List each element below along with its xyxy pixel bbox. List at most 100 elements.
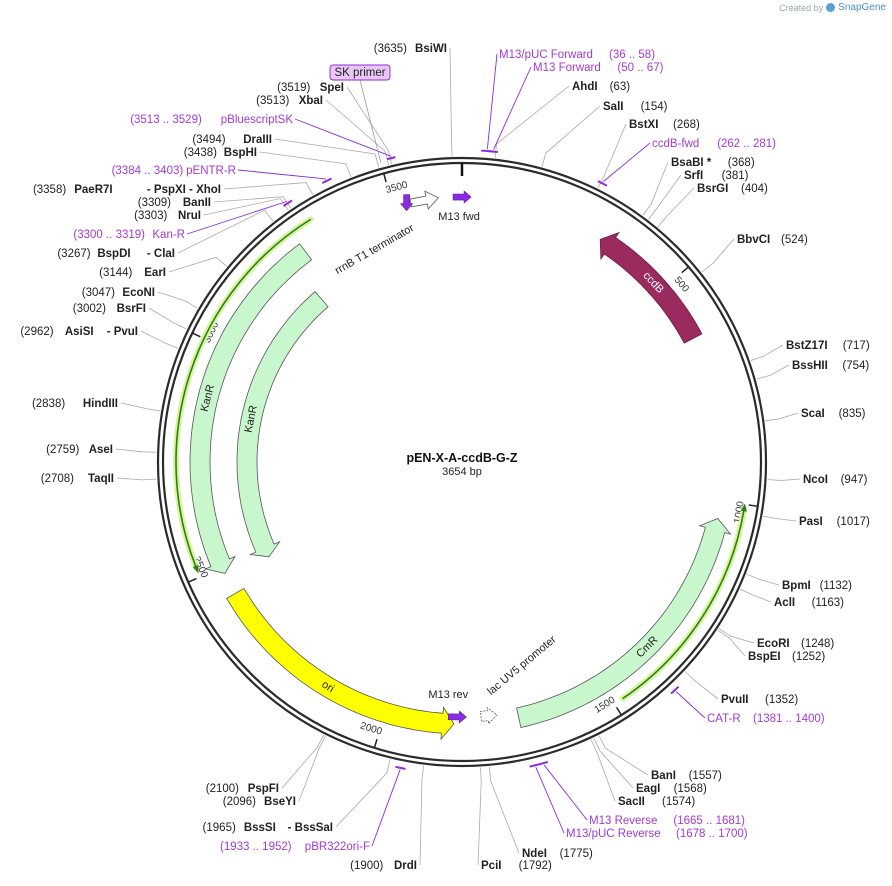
site-bpmi[interactable]: BpmI(1132) [782,580,852,592]
site-sali[interactable]: SalI(154) [603,101,668,113]
site-leader [598,735,649,776]
site-leader-lines [115,47,801,866]
site-acli[interactable]: AclI(1163) [774,597,844,609]
primer-pbluescriptsk[interactable]: pBluescriptSK(3513 .. 3529) [130,114,293,126]
site-pspfi[interactable]: PspFI(2100) [206,783,279,795]
site-name: SalI [603,101,623,113]
primer-name: M13/pUC Reverse [566,828,661,840]
primer-m13-forward[interactable]: M13 Forward(50 .. 67) [533,62,664,74]
site-position: (1568) [674,783,707,795]
site-sacii[interactable]: SacII(1574) [618,796,695,808]
site-bsshii[interactable]: BssHII(754) [792,360,869,372]
site-hindiii[interactable]: HindIII(2838) [32,398,118,410]
site-name: NcoI [803,474,828,486]
site-scai[interactable]: ScaI(835) [801,408,866,420]
site-leader [259,151,352,178]
site-pvuii[interactable]: PvuII(1352) [721,694,798,706]
site-srfi[interactable]: SrfI(381) [684,170,749,182]
site-bstz17i[interactable]: BstZ17I(717) [786,340,870,352]
primer-pentr-r[interactable]: pENTR-R(3384 .. 3403) [112,165,236,177]
site-bsphi[interactable]: BspHI(3438) [184,147,257,159]
site-leader [488,766,520,854]
site-name: HindIII [83,398,118,410]
ccdb-arrow [599,231,703,344]
map-center: pEN-X-A-ccdB-G-Z 3654 bp [406,451,517,478]
sk-primer-site-arrow [399,194,414,212]
site-taqii[interactable]: TaqII(2708) [41,473,114,485]
site-ndei[interactable]: NdeI(1775) [522,848,593,860]
credit-brand: SnapGene [838,2,886,13]
site-banii[interactable]: BanII(3309) [138,197,211,209]
site-leader [298,735,326,802]
site-leader [746,573,780,586]
site-nrui[interactable]: NruI(3303) [134,210,201,222]
sk-primer-label[interactable]: SK primer [329,64,391,81]
site-bseyi[interactable]: BseYI(2096) [223,796,296,808]
site-position: (947) [841,474,868,486]
primer-m13-reverse[interactable]: M13 Reverse(1665 .. 1681) [589,815,745,827]
site-bsiwi[interactable]: BsiWI(3635) [374,43,447,55]
primer-pbr322ori-f[interactable]: pBR322ori-F(1933 .. 1952) [220,841,370,853]
site-leader [718,628,755,644]
site-position: (2759) [46,444,79,456]
site-position: (63) [610,81,631,93]
orf-line [175,218,312,569]
site-econi[interactable]: EcoNI(3047) [82,287,155,299]
lac-uv5-promoter-arrow [480,706,498,725]
site-bbvci[interactable]: BbvCI(524) [737,234,808,246]
site-bsrfi[interactable]: BsrFI(3002) [73,303,146,315]
site-eari[interactable]: EarI(3144) [99,267,166,279]
site-name: TaqII [88,473,114,485]
kanr-arrow [236,291,329,558]
site-labels[interactable]: BsiWI(3635) SpeI(3519)XbaI(3513) DraIII(34… [20,43,870,872]
site-bsabi[interactable]: BsaBI *(368) [671,157,755,169]
site-position: (1900) [350,860,383,872]
primer-leader [186,201,287,235]
site-pcii[interactable]: PciI(1792) [481,860,552,872]
site-name: BsaBI * [671,157,712,169]
site-ecori[interactable]: EcoRI(1248) [757,638,834,650]
site-bspei[interactable]: BspEI(1252) [748,651,825,663]
site-leader [767,478,801,481]
site-position: (3494) [192,134,225,146]
site-leader [684,671,719,700]
site-eagi[interactable]: EagI(1568) [636,783,707,795]
primer-leader [237,169,327,180]
site-leader [750,344,784,361]
site-spei[interactable]: SpeI(3519) [277,82,344,94]
site-ahdi[interactable]: AhdI(63) [572,81,630,93]
primer-range: (3300 .. 3319) [73,229,145,241]
site-bani[interactable]: BanI(1557) [651,770,722,782]
site-name: PspFI [248,783,279,795]
ori-label: ori [319,679,336,696]
site-draiii[interactable]: DraIII(3494) [192,134,272,146]
primer-m13-puc-forward[interactable]: M13/pUC Forward(36 .. 58) [499,49,655,61]
site-bsrgi[interactable]: BsrGI(404) [697,183,768,195]
site-name: BsiWI [415,43,447,55]
kanr-label: KanR [243,404,260,433]
primer-kan-r[interactable]: Kan-R(3300 .. 3319) [73,229,185,241]
feature-rrnb-t1-terminator: rrnB T1 terminator [333,190,440,277]
site-name: PasI [799,516,823,528]
site-position: (3047) [82,287,115,299]
plasmid-length: 3654 bp [442,466,482,478]
site-xbai[interactable]: XbaI(3513) [256,95,323,107]
site-ncoi[interactable]: NcoI (947) [803,474,868,486]
primer-ccdb-fwd[interactable]: ccdB-fwd(262 .. 281) [652,138,776,150]
site-bstxi[interactable]: BstXI(268) [629,119,700,131]
site-drdi[interactable]: DrdI(1900) [350,860,417,872]
primer-name: pBluescriptSK [221,114,294,126]
site-position: (1017) [837,516,870,528]
primer-m13-puc-reverse[interactable]: M13/pUC Reverse(1678 .. 1700) [566,828,748,840]
orf-line [622,509,745,700]
site-leader [120,402,161,412]
site-asei[interactable]: AseI(2759) [46,444,113,456]
site-name: BsrFI [117,303,146,315]
site-pasi[interactable]: PasI (1017) [799,516,870,528]
primer-cat-r[interactable]: CAT-R(1381 .. 1400) [707,713,825,725]
site-position: (835) [839,408,866,420]
